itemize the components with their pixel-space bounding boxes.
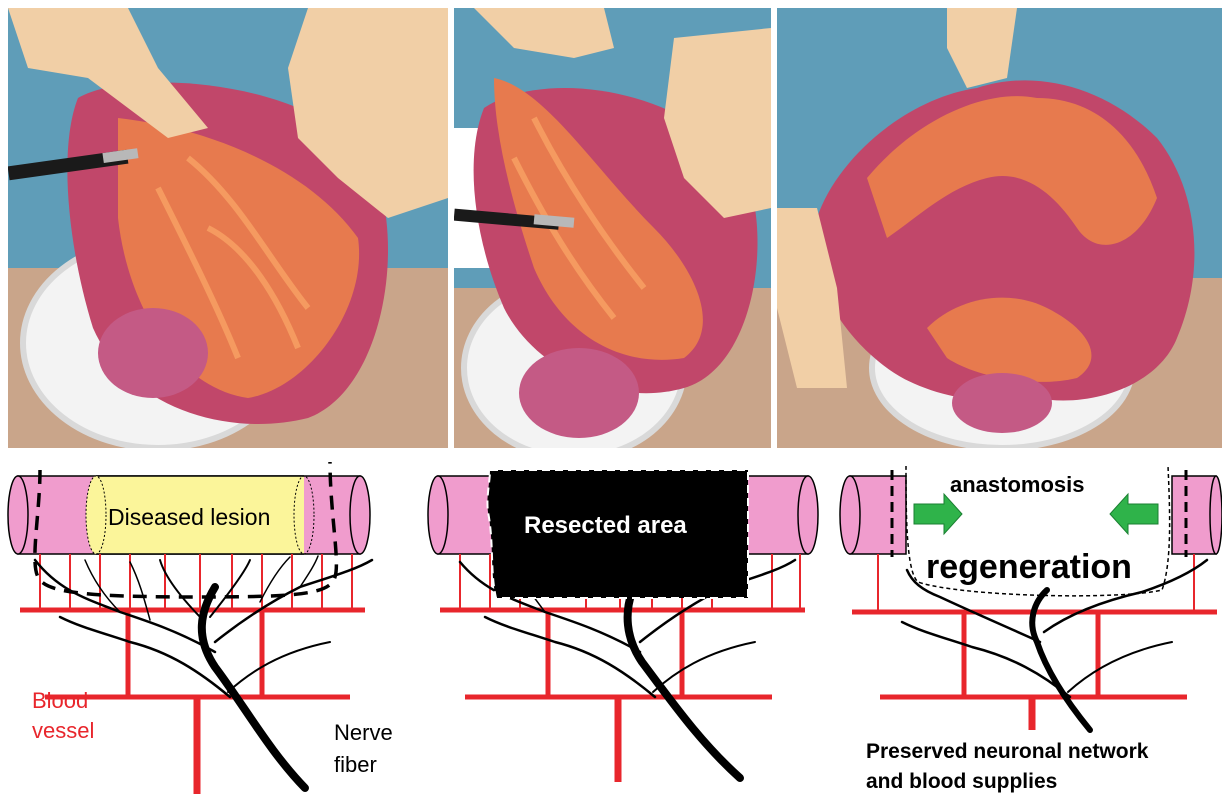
diseased-lesion-diagram: Diseased lesion Blood vessel Nerve fiber: [0, 452, 408, 806]
nerve-fiber-label-line-1: Nerve: [334, 720, 393, 746]
blood-vessel-label-line-2: vessel: [32, 718, 94, 744]
preserved-network-label-line-2: and blood supplies: [866, 770, 1057, 794]
resected-area-label: Resected area: [524, 512, 687, 540]
blood-vessel-label-line-1: Blood: [32, 688, 88, 714]
photo-after-resection: [454, 8, 771, 448]
resected-area-diagram: Resected area: [410, 452, 818, 806]
right-arrow-icon: [914, 494, 962, 534]
regeneration-label: regeneration: [926, 548, 1132, 587]
intestine-tube-right: [1172, 470, 1222, 557]
anastomosis-arrows: [914, 494, 1158, 534]
regeneration-diagram: anastomosis regeneration Preserved neuro…: [822, 452, 1222, 806]
intestine-tube-left: [840, 470, 906, 557]
photo-after-anastomosis: [777, 8, 1222, 448]
left-arrow-icon: [1110, 494, 1158, 534]
diseased-lesion-label: Diseased lesion: [108, 504, 270, 531]
preserved-network-label-line-1: Preserved neuronal network: [866, 740, 1148, 764]
nerve-fiber-label-line-2: fiber: [334, 752, 377, 778]
anastomosis-label: anastomosis: [950, 472, 1085, 498]
photo-before-resection: [8, 8, 448, 448]
